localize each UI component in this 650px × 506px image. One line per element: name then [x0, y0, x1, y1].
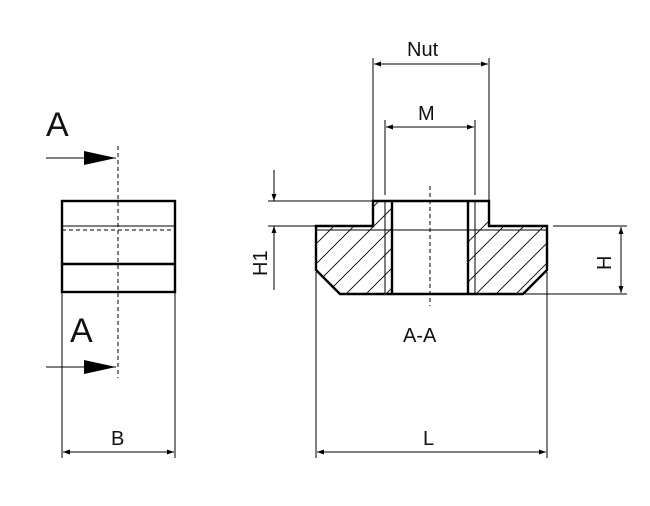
dim-b-label: B: [111, 428, 124, 450]
hatch-right: [468, 201, 547, 294]
section-caption: A-A: [403, 325, 437, 347]
section-view: Nut M H1 H A-A L: [250, 39, 627, 458]
dim-l-label: L: [423, 428, 434, 450]
dim-h-label: H: [594, 256, 616, 270]
side-view: A A B: [46, 106, 177, 458]
dim-h1-label: H1: [250, 250, 272, 276]
section-label-bottom: A: [70, 312, 93, 350]
hatch-left: [316, 201, 392, 294]
dim-m-label: M: [418, 103, 435, 125]
section-outline: [314, 199, 549, 296]
section-label-top: A: [46, 106, 69, 144]
side-view-outline: [60, 199, 177, 294]
dim-nut-label: Nut: [407, 39, 439, 61]
section-arrowhead-bottom: [84, 360, 116, 374]
section-arrowhead-top: [84, 151, 116, 165]
